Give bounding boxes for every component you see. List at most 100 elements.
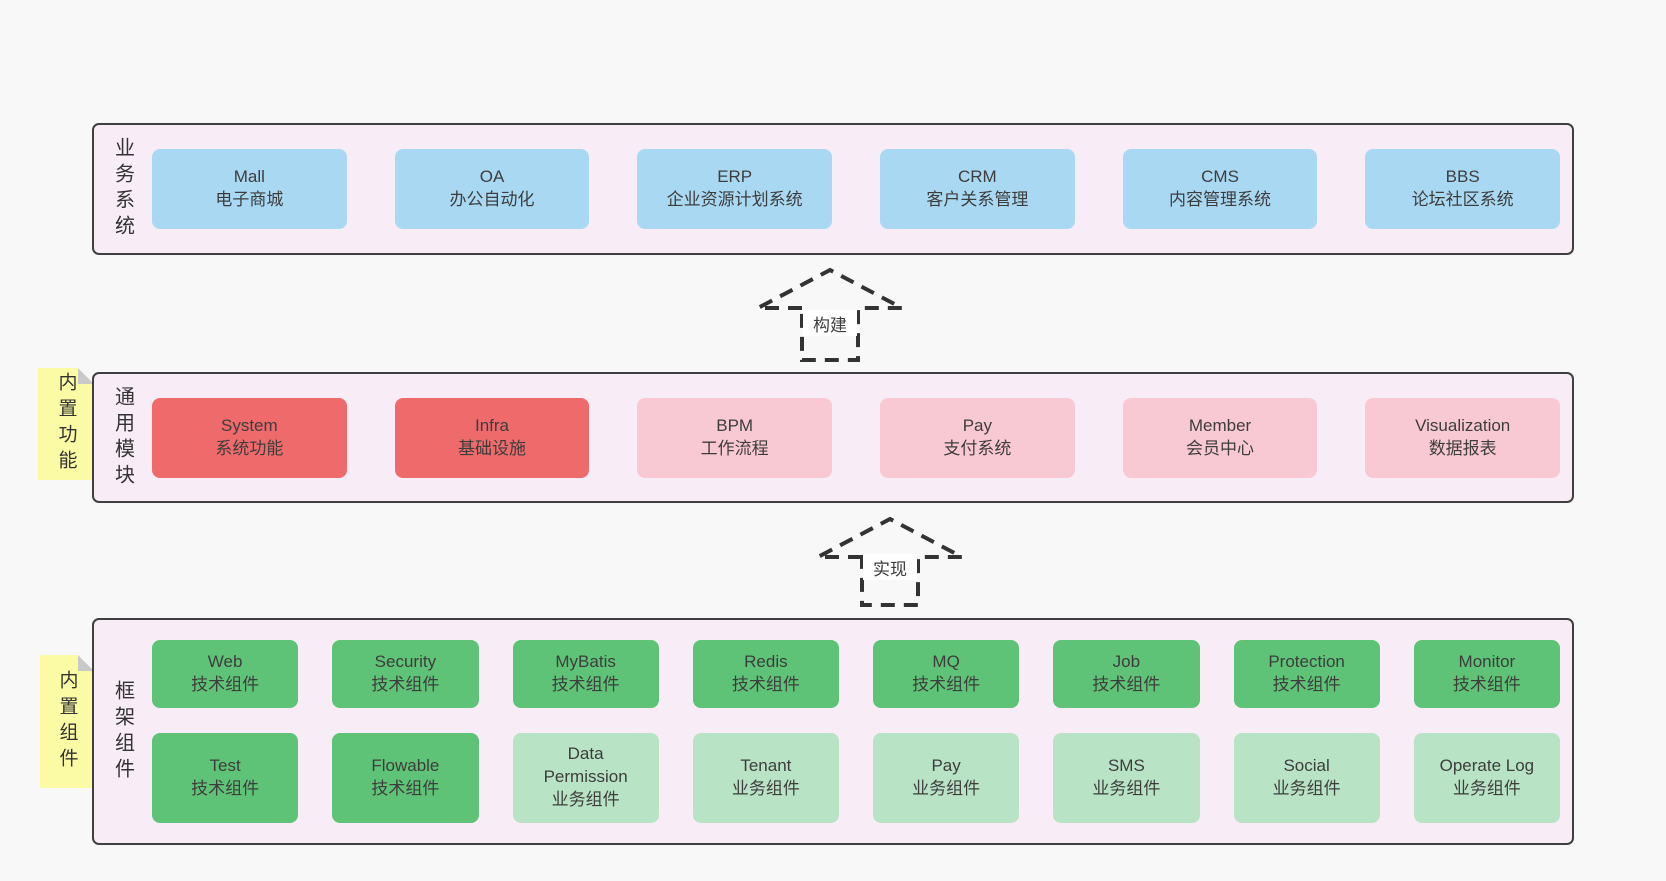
box-subtitle: 支付系统 — [943, 438, 1012, 458]
layer-label-components: 框架组件 — [111, 679, 134, 784]
box-title: BPM — [716, 415, 754, 435]
box-data-permission: Data Permission 业务组件 — [512, 732, 659, 823]
box-title: Test — [209, 755, 241, 775]
box-title: Social — [1283, 755, 1330, 775]
box-subtitle: 技术组件 — [1452, 674, 1521, 694]
box-subtitle: 电子商城 — [215, 190, 284, 209]
box-bpm: BPM 工作流程 — [637, 397, 833, 478]
box-title: Protection — [1268, 651, 1345, 671]
box-title: Mall — [233, 167, 265, 187]
sticky-text: 内置功能 — [55, 372, 77, 476]
box-title: CMS — [1201, 167, 1239, 187]
box-tenant: Tenant 业务组件 — [692, 732, 839, 823]
box-job: Job 技术组件 — [1053, 640, 1200, 708]
box-title: Visualization — [1415, 415, 1511, 435]
box-title: Pay — [931, 755, 961, 775]
box-subtitle: 企业资源计划系统 — [666, 190, 803, 209]
box-subtitle: 办公自动化 — [449, 190, 535, 209]
box-web: Web 技术组件 — [152, 640, 299, 708]
box-mybatis: MyBatis 技术组件 — [512, 640, 659, 708]
box-security: Security 技术组件 — [332, 640, 479, 708]
box-subtitle: 系统功能 — [215, 438, 284, 458]
box-title: Job — [1112, 651, 1141, 671]
box-system: System 系统功能 — [152, 397, 347, 478]
box-subtitle: 工作流程 — [700, 438, 769, 458]
box-subtitle: 业务组件 — [1092, 778, 1161, 798]
sticky-text: 内置组件 — [56, 669, 78, 774]
box-cms: CMS 内容管理系统 — [1122, 149, 1318, 229]
layer-label-modules: 通用模块 — [111, 385, 134, 490]
box-subtitle: 业务组件 — [1452, 778, 1521, 798]
box-crm: CRM 客户关系管理 — [880, 149, 1075, 229]
box-member: Member 会员中心 — [1122, 397, 1318, 478]
arrow-implement — [817, 516, 963, 607]
box-title: Pay — [962, 415, 992, 435]
box-subtitle: 技术组件 — [371, 778, 440, 798]
arrow-build — [757, 267, 903, 362]
box-title: MyBatis — [555, 651, 616, 671]
box-erp: ERP 企业资源计划系统 — [637, 149, 833, 229]
box-title: Flowable — [371, 755, 440, 775]
box-infra: Infra 基础设施 — [394, 397, 590, 478]
box-subtitle: 业务组件 — [551, 790, 620, 810]
box-title: Monitor — [1458, 651, 1516, 671]
box-title: OA — [479, 167, 505, 187]
sticky-note-builtin-features: 内置功能 — [38, 368, 94, 480]
box-subtitle: 技术组件 — [1272, 674, 1341, 694]
box-subtitle: 技术组件 — [731, 674, 800, 694]
box-subtitle: 技术组件 — [912, 674, 981, 694]
box-test: Test 技术组件 — [152, 732, 299, 823]
box-flowable: Flowable 技术组件 — [332, 732, 479, 823]
box-subtitle: 会员中心 — [1186, 438, 1255, 458]
box-title: Tenant — [740, 755, 792, 775]
box-monitor: Monitor 技术组件 — [1413, 640, 1560, 708]
box-subtitle: 技术组件 — [191, 778, 260, 798]
box-title: Security — [374, 651, 437, 671]
box-subtitle: 论坛社区系统 — [1411, 190, 1514, 209]
box-title: Redis — [744, 651, 788, 671]
box-title: System — [220, 415, 278, 435]
box-pay-component: Pay 业务组件 — [873, 732, 1020, 823]
box-sms: SMS 业务组件 — [1053, 732, 1200, 823]
layer-common-modules: 通用模块 System 系统功能 Infra 基础设施 BPM 工作流程 Pay… — [92, 372, 1574, 503]
box-title: ERP — [717, 167, 753, 187]
box-title: BBS — [1445, 167, 1480, 187]
components-box-grid: Web 技术组件 Security 技术组件 MyBatis 技术组件 Redi… — [152, 620, 1572, 843]
box-title: MQ — [932, 651, 960, 671]
box-pay-module: Pay 支付系统 — [880, 397, 1075, 478]
box-bbs: BBS 论坛社区系统 — [1365, 149, 1561, 229]
box-title: Web — [207, 651, 243, 671]
box-social: Social 业务组件 — [1233, 732, 1380, 823]
sticky-note-builtin-components: 内置组件 — [40, 655, 94, 788]
box-title: Operate Log — [1439, 755, 1535, 775]
arrow-build-label: 构建 — [803, 310, 857, 336]
box-subtitle: 业务组件 — [731, 778, 800, 798]
box-title: Member — [1188, 415, 1252, 435]
box-subtitle: 技术组件 — [191, 674, 260, 694]
box-protection: Protection 技术组件 — [1233, 640, 1380, 708]
layer-label-business: 业务系统 — [111, 137, 134, 241]
box-mall: Mall 电子商城 — [152, 149, 347, 229]
layer-framework-components: 框架组件 Web 技术组件 Security 技术组件 MyBatis 技术组件… — [92, 618, 1574, 845]
box-subtitle: 内容管理系统 — [1169, 190, 1272, 209]
modules-box-row: System 系统功能 Infra 基础设施 BPM 工作流程 Pay 支付系统… — [152, 374, 1572, 501]
box-operate-log: Operate Log 业务组件 — [1413, 732, 1560, 823]
business-box-row: Mall 电子商城 OA 办公自动化 ERP 企业资源计划系统 CRM 客户关系… — [152, 125, 1572, 253]
box-mq: MQ 技术组件 — [873, 640, 1020, 708]
box-title: Data Permission — [543, 744, 628, 787]
box-subtitle: 技术组件 — [551, 674, 620, 694]
box-subtitle: 业务组件 — [912, 778, 981, 798]
box-subtitle: 基础设施 — [458, 438, 526, 458]
box-subtitle: 技术组件 — [1092, 674, 1161, 694]
box-redis: Redis 技术组件 — [692, 640, 839, 708]
box-subtitle: 业务组件 — [1272, 778, 1341, 798]
box-subtitle: 客户关系管理 — [926, 190, 1029, 209]
box-subtitle: 技术组件 — [371, 674, 440, 694]
box-title: CRM — [957, 167, 997, 187]
box-title: Infra — [474, 415, 510, 435]
box-title: SMS — [1107, 755, 1145, 775]
arrow-implement-label: 实现 — [863, 554, 917, 580]
box-visualization: Visualization 数据报表 — [1365, 397, 1561, 478]
layer-business-systems: 业务系统 Mall 电子商城 OA 办公自动化 ERP 企业资源计划系统 CRM… — [92, 123, 1574, 255]
